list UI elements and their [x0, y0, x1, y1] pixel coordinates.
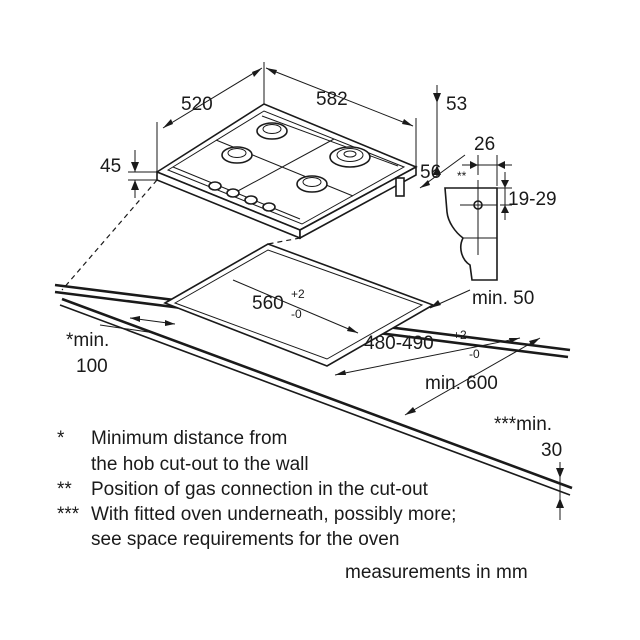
legend-mark-1: * — [57, 428, 65, 449]
label-min-oven-b: 30 — [541, 440, 562, 461]
pipe-profile — [444, 187, 498, 281]
hob-dimension-lines — [128, 62, 466, 198]
hob-side-edge — [299, 165, 417, 240]
label-hob-height: 45 — [100, 156, 121, 177]
label-cutout-depth-tol-plus: +2 — [453, 328, 467, 342]
label-min-worktop: min. 600 — [425, 373, 498, 394]
burner-front-left — [221, 146, 253, 164]
legend-mark-3: *** — [57, 504, 80, 525]
label-min-wall-a: *min. — [66, 330, 109, 351]
hob — [155, 103, 418, 240]
gas-connection-detail — [444, 155, 512, 281]
label-cutout-depth-tol-minus: -0 — [469, 347, 480, 361]
burner-front-right — [296, 175, 328, 193]
worktop-dimension-lines — [99, 279, 564, 520]
label-gas-offset-side: 56 — [420, 162, 441, 183]
hob-top-plate — [155, 103, 418, 231]
legend-text-3a: With fitted oven underneath, possibly mo… — [91, 504, 457, 525]
label-cutout-depth: 480-490 — [364, 333, 434, 354]
label-pipe-depth: 26 — [474, 134, 495, 155]
legend-text-1b: the hob cut-out to the wall — [91, 454, 309, 475]
label-pipe-marker: ** — [457, 169, 467, 183]
label-cutout-width-tol-minus: -0 — [291, 307, 302, 321]
label-hob-depth: 520 — [181, 94, 213, 115]
label-pipe-height: 19-29 — [508, 189, 557, 210]
dimension-labels: 520 582 45 53 56 26 ** 19-29 560 +2 -0 4… — [66, 89, 562, 461]
burner-rear-right-wok — [329, 146, 371, 168]
legend-text-2: Position of gas connection in the cut-ou… — [91, 479, 428, 500]
label-cutout-width: 560 — [252, 293, 284, 314]
legend-mark-2: ** — [57, 479, 72, 500]
units-note: measurements in mm — [345, 562, 528, 583]
label-min-wall-b: 100 — [76, 356, 108, 377]
legend-text-3b: see space requirements for the oven — [91, 529, 400, 550]
burner-rear-left — [256, 122, 288, 140]
gas-connection-stub — [395, 177, 405, 197]
label-min-front: min. 50 — [472, 288, 534, 309]
label-hob-width: 582 — [316, 89, 348, 110]
label-min-oven-a: ***min. — [494, 414, 552, 435]
label-cutout-width-tol-plus: +2 — [291, 287, 305, 301]
label-gas-offset-top: 53 — [446, 94, 467, 115]
legend-text-1a: Minimum distance from — [91, 428, 288, 449]
pan-support-grid — [166, 110, 406, 225]
control-knobs — [208, 181, 276, 212]
